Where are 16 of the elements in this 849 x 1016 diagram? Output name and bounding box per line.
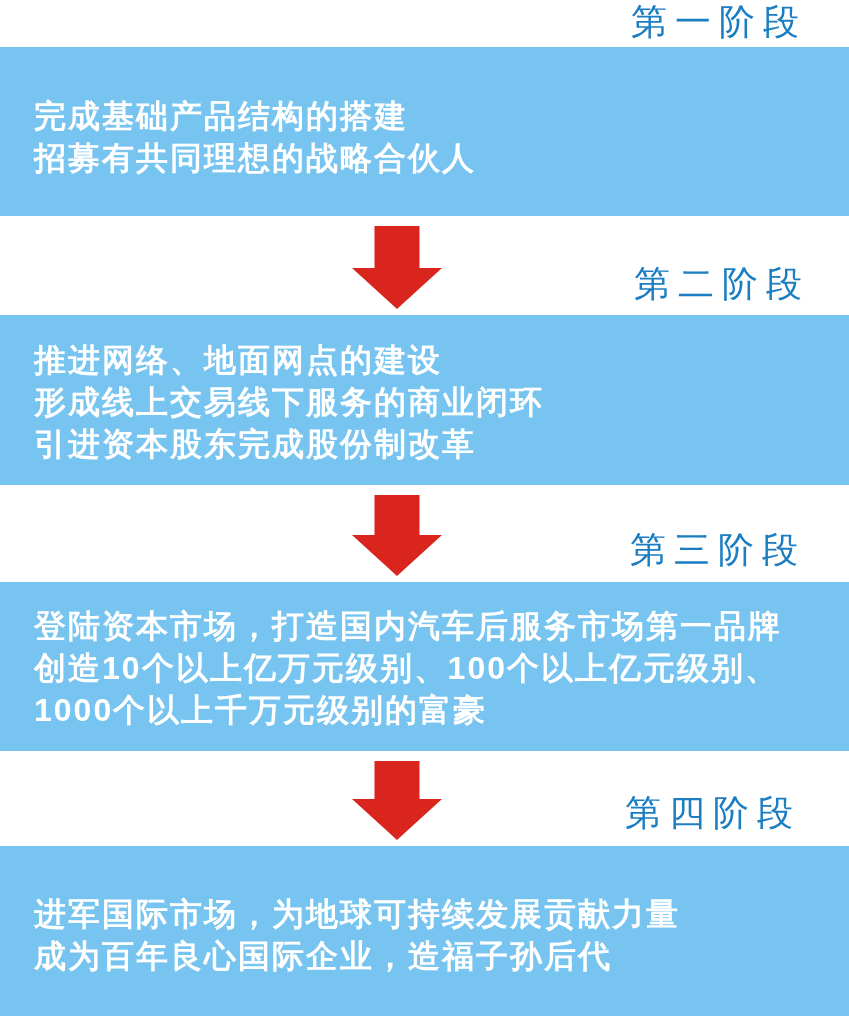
- down-arrow: [352, 495, 442, 576]
- description-text: 进军国际市场，为地球可持续发展贡献力量: [34, 895, 680, 934]
- down-arrow: [352, 761, 442, 840]
- description-text: 完成基础产品结构的搭建: [34, 96, 408, 136]
- description-text: 招募有共同理想的战略合伙人: [34, 138, 476, 178]
- description-text: 成为百年良心国际企业，造福子孙后代: [34, 937, 612, 976]
- stage-heading: 第四阶段: [625, 795, 801, 831]
- stage-heading: 第二阶段: [634, 266, 810, 302]
- description-text: 登陆资本市场，打造国内汽车后服务市场第一品牌: [34, 606, 782, 646]
- description-text: 推进网络、地面网点的建设: [34, 341, 442, 380]
- stage-heading: 第一阶段: [631, 4, 807, 40]
- down-arrow: [352, 226, 442, 309]
- stage-heading: 第三阶段: [630, 532, 806, 568]
- description-text: 形成线上交易线下服务的商业闭环: [34, 383, 544, 422]
- description-text: 创造10个以上亿万元级别、100个以上亿元级别、1000个以上千万元级别的富豪: [34, 648, 780, 730]
- description-text: 引进资本股东完成股份制改革: [34, 425, 476, 464]
